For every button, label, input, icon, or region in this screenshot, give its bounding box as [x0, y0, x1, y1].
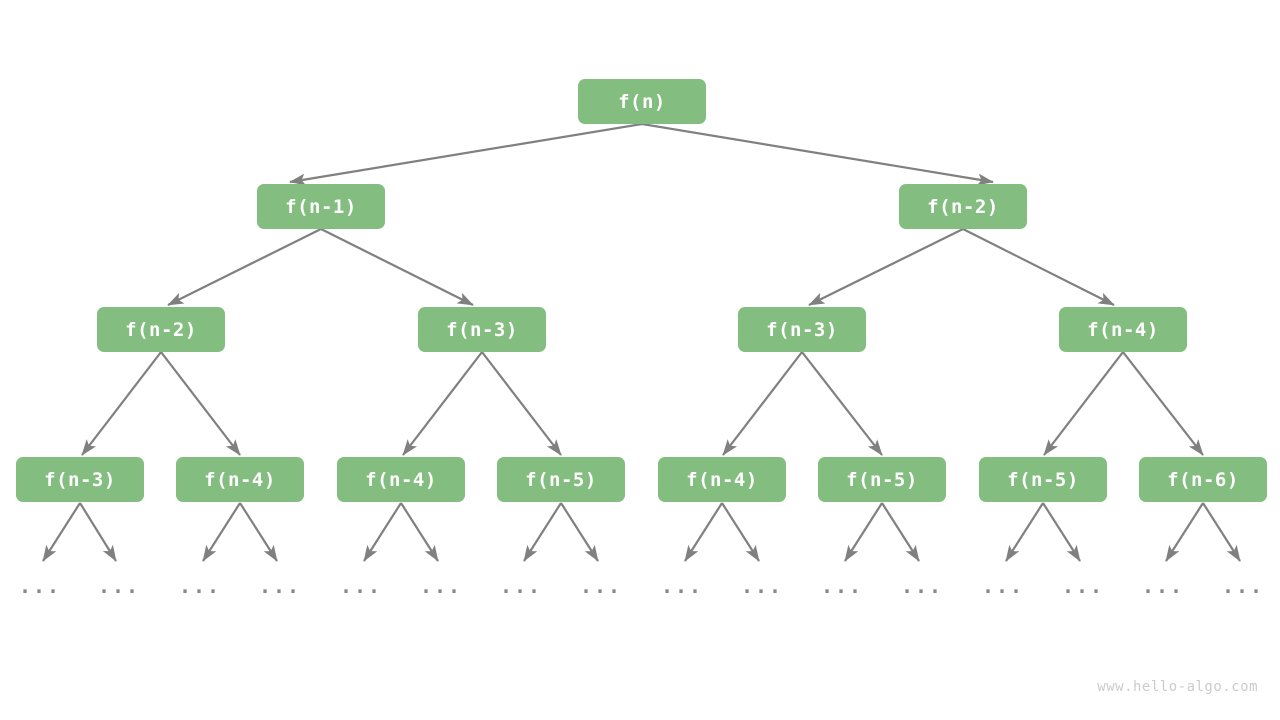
tree-node[interactable]: f(n-2) [97, 307, 225, 352]
tree-edge [81, 351, 162, 456]
ellipsis-marker: ... [1221, 574, 1265, 598]
tree-node[interactable]: f(n-4) [337, 457, 465, 502]
watermark: www.hello-algo.com [1097, 679, 1258, 695]
tree-node[interactable]: f(n-5) [979, 457, 1107, 502]
ellipsis-marker: ... [740, 574, 784, 598]
tree-edge [42, 502, 81, 562]
tree-node[interactable]: f(n) [578, 79, 706, 124]
tree-node[interactable]: f(n-2) [899, 184, 1027, 229]
tree-node[interactable]: f(n-3) [738, 307, 866, 352]
tree-edge [560, 502, 599, 562]
ellipsis-marker: ... [579, 574, 623, 598]
tree-node[interactable]: f(n-4) [658, 457, 786, 502]
ellipsis-marker: ... [660, 574, 704, 598]
tree-node[interactable]: f(n-6) [1139, 457, 1267, 502]
tree-edge [202, 502, 241, 562]
tree-edge [844, 502, 883, 562]
ellipsis-marker: ... [1061, 574, 1105, 598]
tree-edge [721, 502, 760, 562]
tree-node[interactable]: f(n-4) [176, 457, 304, 502]
tree-edge [289, 122, 643, 186]
tree-edge [402, 351, 483, 456]
tree-edge [962, 228, 1115, 306]
tree-edge [363, 502, 402, 562]
ellipsis-marker: ... [419, 574, 463, 598]
tree-edge [167, 228, 322, 306]
tree-edge [808, 228, 964, 306]
ellipsis-marker: ... [18, 574, 62, 598]
tree-edge [320, 228, 474, 306]
tree-edge [1165, 502, 1204, 562]
tree-edge [523, 502, 562, 562]
tree-edge [881, 502, 920, 562]
tree-edge [1202, 502, 1241, 562]
tree-edge [1042, 502, 1081, 562]
tree-edge [722, 351, 803, 456]
ellipsis-marker: ... [981, 574, 1025, 598]
tree-edge [1122, 351, 1204, 456]
ellipsis-marker: ... [499, 574, 543, 598]
tree-edge [239, 502, 278, 562]
ellipsis-marker: ... [900, 574, 944, 598]
ellipsis-marker: ... [339, 574, 383, 598]
tree-edge [160, 351, 241, 456]
tree-edge [641, 122, 994, 186]
tree-node[interactable]: f(n-4) [1059, 307, 1187, 352]
tree-node[interactable]: f(n-3) [16, 457, 144, 502]
ellipsis-marker: ... [97, 574, 141, 598]
tree-edge [1005, 502, 1044, 562]
ellipsis-marker: ... [178, 574, 222, 598]
tree-edge [400, 502, 439, 562]
tree-edge [1043, 351, 1124, 456]
tree-edge [684, 502, 723, 562]
tree-node[interactable]: f(n-1) [257, 184, 385, 229]
tree-edge [481, 351, 562, 456]
ellipsis-marker: ... [1141, 574, 1185, 598]
tree-node[interactable]: f(n-5) [497, 457, 625, 502]
ellipsis-marker: ... [820, 574, 864, 598]
tree-edge [79, 502, 117, 562]
tree-node[interactable]: f(n-3) [418, 307, 546, 352]
ellipsis-marker: ... [258, 574, 302, 598]
tree-node[interactable]: f(n-5) [818, 457, 946, 502]
tree-edge [801, 351, 883, 456]
